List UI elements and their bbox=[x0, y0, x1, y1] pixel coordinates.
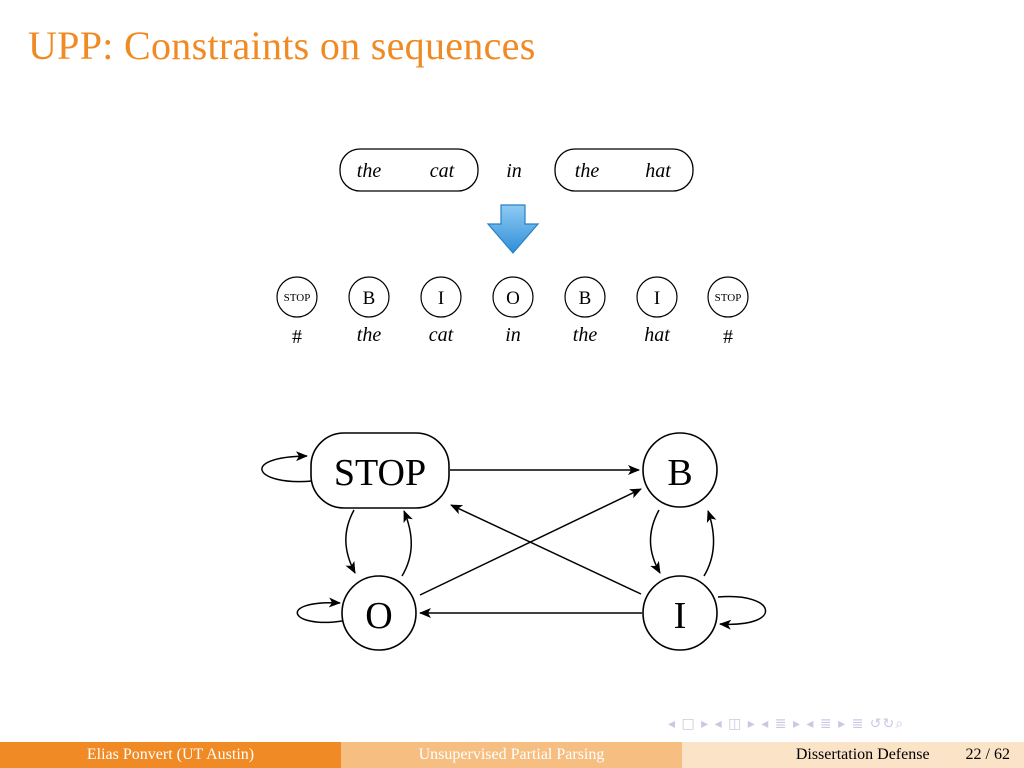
tag-node bbox=[348, 276, 390, 318]
edge-i-to-b bbox=[703, 510, 717, 577]
tag-word: # bbox=[292, 326, 302, 348]
footer-talk-title: Unsupervised Partial Parsing bbox=[341, 742, 682, 768]
tag-word: the bbox=[573, 324, 598, 346]
edge-o-to-stop bbox=[401, 510, 413, 577]
nav-toc-icon[interactable]: ≣ bbox=[851, 716, 865, 732]
tag-node bbox=[492, 276, 534, 318]
chunk-box-1 bbox=[339, 148, 479, 192]
nav-frame-left-icon[interactable]: ◂ □ ▸ bbox=[668, 716, 710, 732]
tag-label: O bbox=[506, 288, 520, 309]
beamer-navigation[interactable]: ◂ □ ▸ ◂ ◫ ▸ ◂ ≣ ▸ ◂ ≣ ▸ ≣ ↺↻⌕ bbox=[668, 716, 904, 732]
tag-node bbox=[707, 276, 749, 318]
tag-word: in bbox=[505, 324, 521, 346]
footer-event-name: Dissertation Defense bbox=[795, 746, 930, 763]
sentence-word: the bbox=[357, 160, 382, 182]
sentence-word: in bbox=[506, 160, 522, 182]
state-label-b: B bbox=[667, 452, 692, 494]
state-stop bbox=[310, 432, 450, 509]
edge-i-to-stop bbox=[450, 504, 642, 595]
tag-node bbox=[420, 276, 462, 318]
tag-label: STOP bbox=[284, 292, 311, 304]
tag-node bbox=[276, 276, 318, 318]
nav-section-icon[interactable]: ◂ ≣ ▸ bbox=[761, 716, 801, 732]
footer-page-number: 22 / 62 bbox=[965, 746, 1010, 763]
fsm-nodes: STOP B O I bbox=[310, 432, 718, 651]
state-label-stop: STOP bbox=[334, 452, 426, 494]
edge-stop-to-o bbox=[345, 509, 356, 574]
sentence-word: the bbox=[575, 160, 600, 182]
tag-word: the bbox=[357, 324, 382, 346]
footer-event: Dissertation Defense 22 / 62 bbox=[682, 742, 1024, 768]
tag-node bbox=[564, 276, 606, 318]
nav-part-icon[interactable]: ◂ ≣ ▸ bbox=[806, 716, 847, 732]
tag-sequence: STOP B I O B I STOP # the cat in the hat… bbox=[276, 276, 749, 348]
tag-word: # bbox=[723, 326, 733, 348]
footer-author: Elias Ponvert (UT Austin) bbox=[0, 742, 341, 768]
tag-label: B bbox=[579, 288, 592, 309]
slide-title: UPP: Constraints on sequences bbox=[28, 23, 536, 68]
state-machine bbox=[261, 451, 767, 630]
tag-label: B bbox=[363, 288, 376, 309]
state-i bbox=[642, 575, 718, 651]
down-arrow-icon bbox=[486, 204, 540, 254]
tag-word: cat bbox=[429, 324, 454, 346]
sentence-word: cat bbox=[430, 160, 455, 182]
state-b bbox=[642, 432, 718, 508]
state-label-i: I bbox=[674, 595, 687, 637]
chunked-sentence: the cat in the hat bbox=[339, 148, 694, 192]
self-loop-stop bbox=[261, 451, 313, 483]
tag-node bbox=[636, 276, 678, 318]
diagram: the cat in the hat STOP B I O B I STOP #… bbox=[261, 148, 767, 651]
tag-label: STOP bbox=[715, 292, 742, 304]
state-o bbox=[341, 575, 417, 651]
nav-search-icon[interactable]: ↺↻⌕ bbox=[869, 716, 905, 732]
chunk-box-2 bbox=[554, 148, 694, 192]
self-loop-i bbox=[717, 595, 767, 630]
sentence-word: hat bbox=[645, 160, 671, 182]
state-label-o: O bbox=[365, 595, 392, 637]
footer: Elias Ponvert (UT Austin) Unsupervised P… bbox=[0, 742, 1024, 768]
tag-word: hat bbox=[644, 324, 670, 346]
tag-label: I bbox=[654, 288, 660, 309]
nav-subsection-icon[interactable]: ◂ ◫ ▸ bbox=[714, 716, 756, 732]
edge-b-to-i bbox=[649, 509, 661, 574]
tag-label: I bbox=[438, 288, 444, 309]
self-loop-o bbox=[296, 597, 343, 624]
